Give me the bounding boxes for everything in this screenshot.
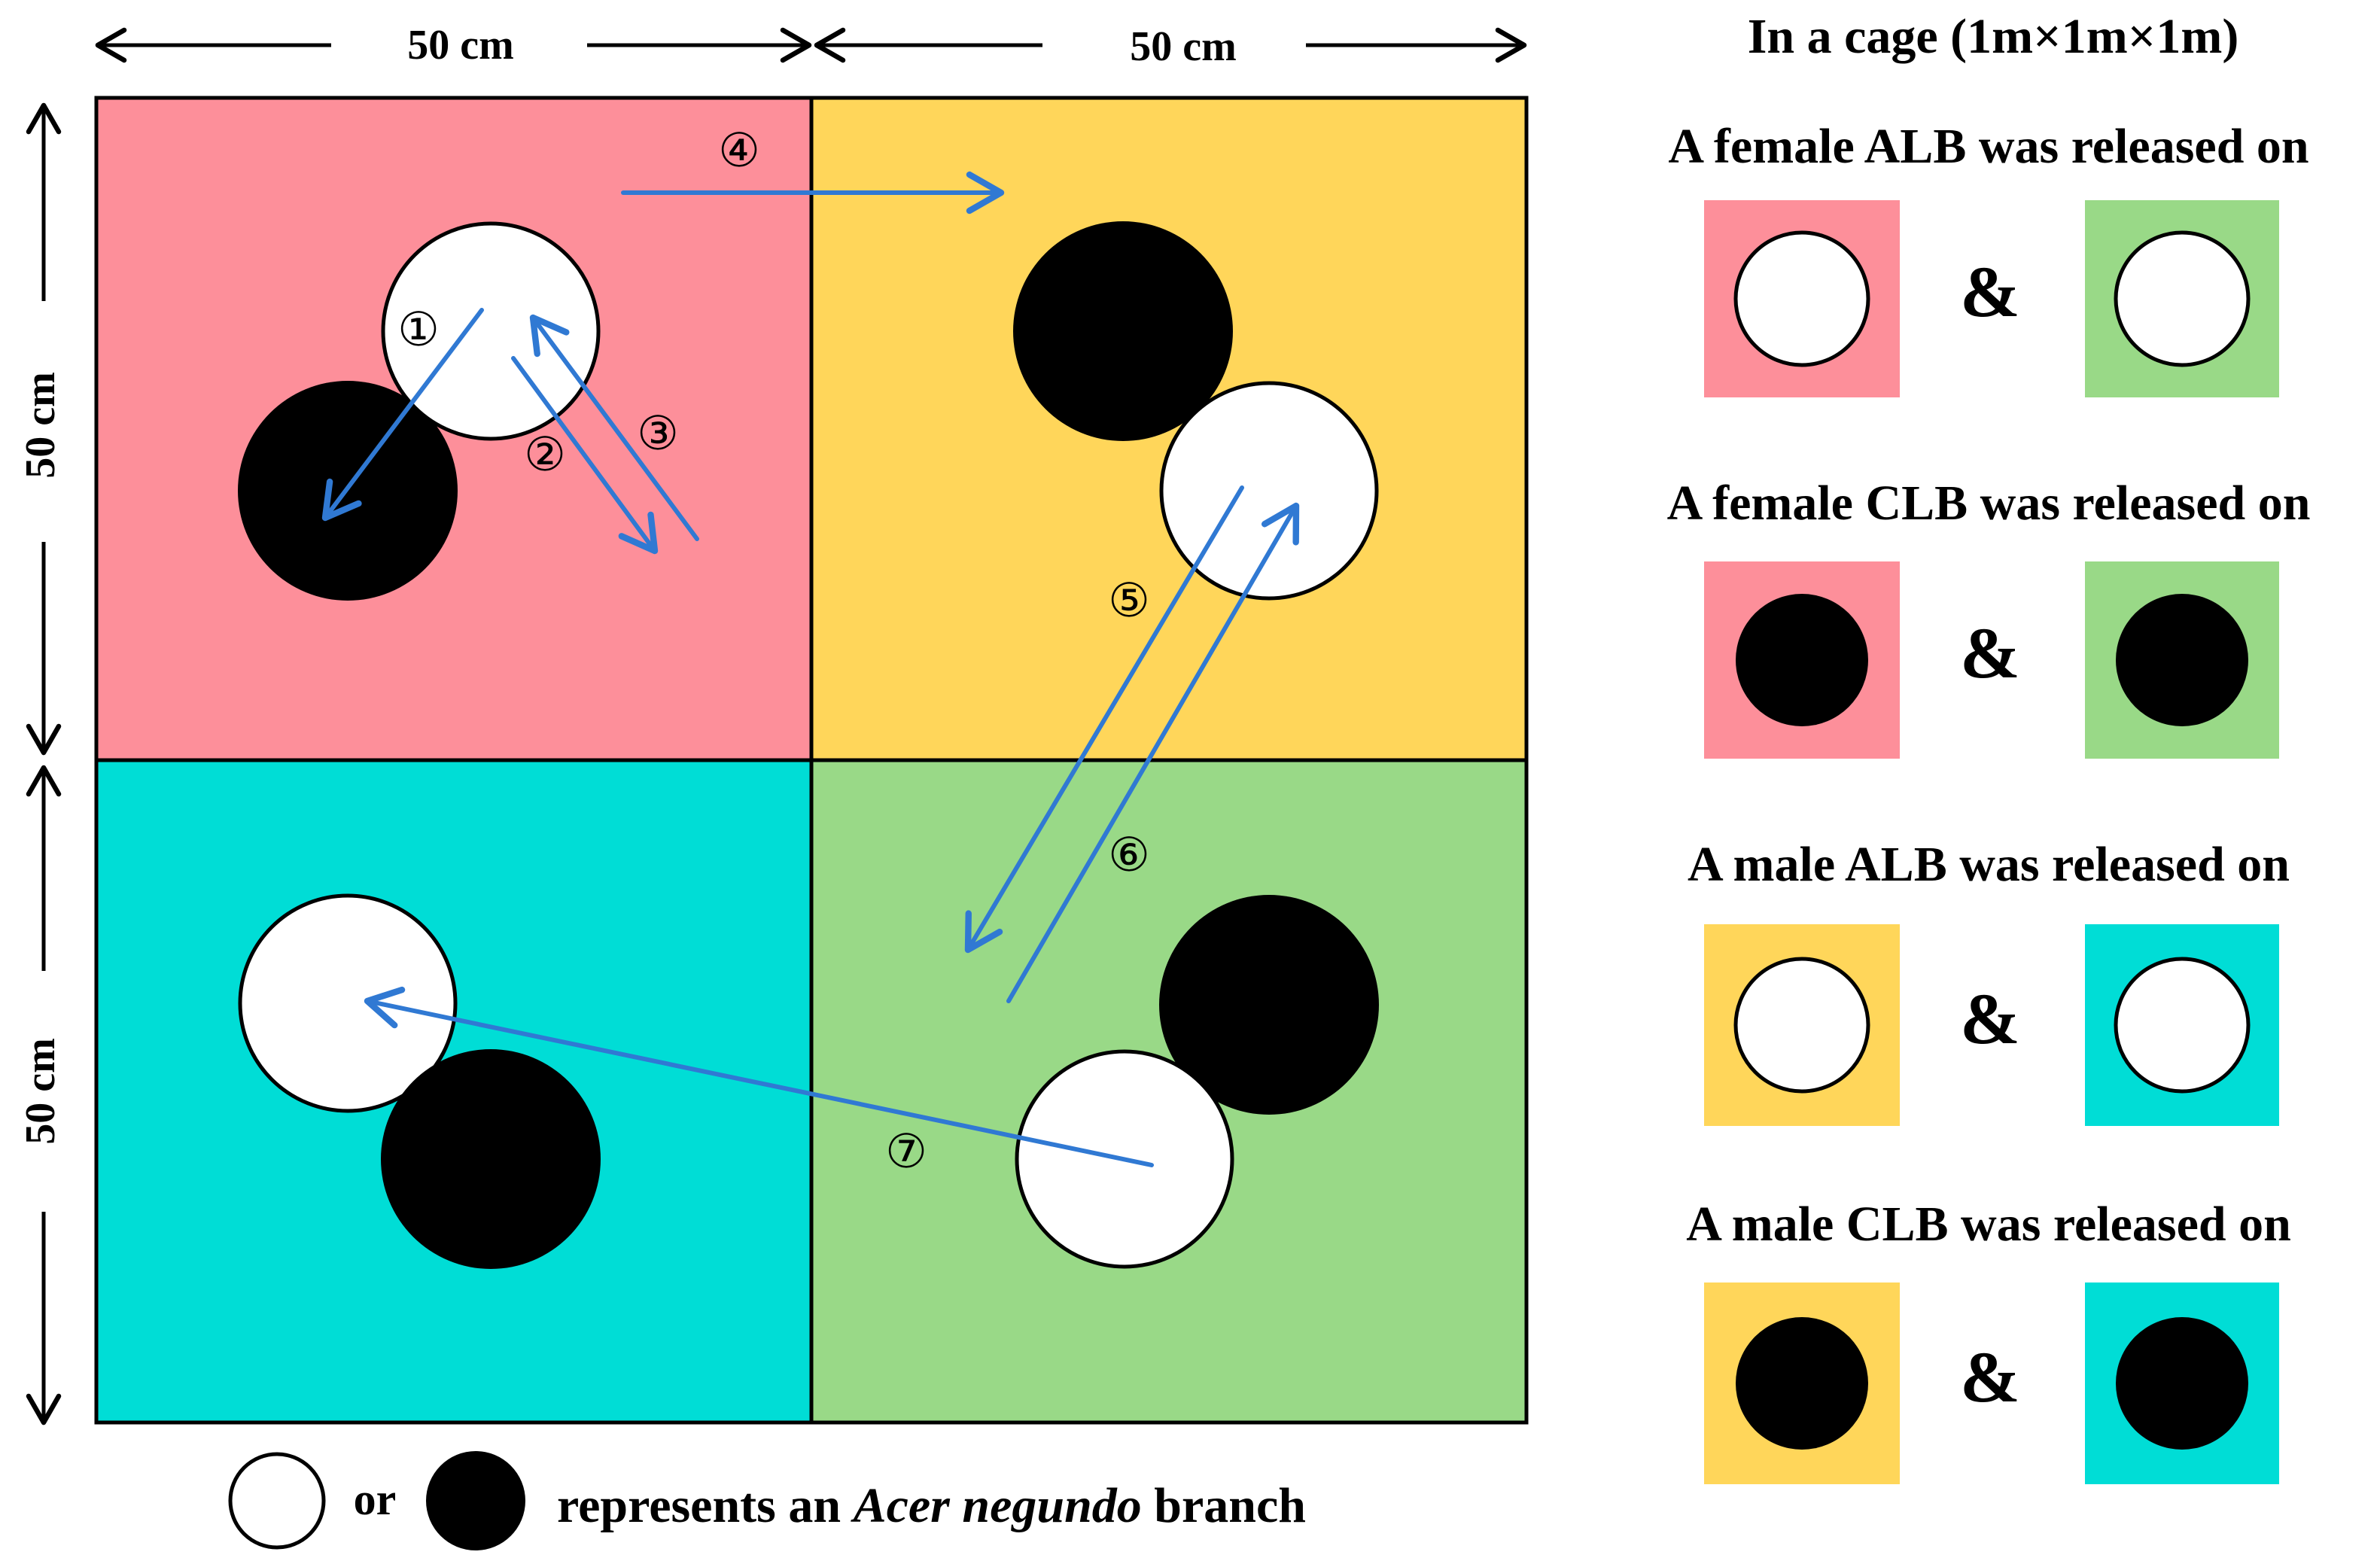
black-branch-symbol [426,1451,525,1550]
arrow-step-2 [511,356,659,555]
key-black-branch [1736,1317,1868,1450]
key-white-branch [2114,957,2251,1094]
dimension-top-right: 50 cm [814,23,1527,70]
branch-legend: or represents an Acer negundo branch [228,1451,1306,1550]
cyan-quadrant-branches [238,893,601,1269]
white-branch-symbol [228,1452,326,1550]
cage-border [94,96,1529,1425]
key-amp: & [1960,251,2020,332]
white-branch [238,893,458,1113]
key-row-label-male-alb: A male ALB was released on [1688,837,2290,892]
key-white-branch [1733,230,1870,367]
key-amp: & [1960,1337,2020,1417]
key-black-branch [1736,594,1868,726]
key-row-label-female-alb: A female ALB was released on [1668,119,2308,174]
dimension-left-top: 50 cm [17,102,64,756]
yellow-quadrant-branches [1013,221,1379,601]
legend-species: Acer negundo [851,1478,1142,1533]
step-labels: ① ② ③ ④ ⑤ ⑥ ⑦ [397,123,1150,1179]
release-key: In a cage (1m×1m×1m) A female ALB was re… [1667,9,2311,1484]
arrow-step-7 [364,986,1154,1167]
dimension-label-top-right: 50 cm [1130,23,1237,70]
key-black-branch [2116,594,2248,726]
step-label-2: ② [524,427,566,482]
arrow-step-6 [1006,502,1300,1003]
white-branch [1159,381,1379,601]
black-branch [1013,221,1233,441]
legend-text-before: represents an [557,1478,841,1533]
legend-text-after: branch [1154,1478,1306,1533]
movement-arrows [321,171,1300,1167]
black-branch [1159,895,1379,1115]
step-label-7: ⑦ [885,1124,927,1179]
step-label-6: ⑥ [1108,827,1150,882]
step-label-3: ③ [637,406,679,461]
dimension-label-left-top: 50 cm [17,372,64,479]
dimension-left-bottom: 50 cm [17,765,64,1426]
step-label-4: ④ [718,123,760,178]
key-amp: & [1960,978,2020,1059]
key-amp: & [1960,613,2020,693]
key-black-branch [2116,1317,2248,1450]
key-title: In a cage (1m×1m×1m) [1748,9,2239,64]
key-white-branch [2114,230,2251,367]
arrow-step-5 [964,485,1244,954]
dimension-label-top-left: 50 cm [407,22,514,68]
arrow-step-1 [321,308,484,522]
black-branch [381,1049,601,1269]
step-label-1: ① [397,302,440,357]
key-white-branch [1733,957,1870,1094]
dimension-label-left-bottom: 50 cm [17,1038,64,1145]
key-row-label-male-clb: A male CLB was released on [1686,1197,2291,1252]
legend-or: or [354,1474,397,1524]
step-label-5: ⑤ [1108,573,1150,628]
legend-text: represents an Acer negundo branch [557,1478,1306,1533]
white-branch [381,221,601,441]
dimension-top-left: 50 cm [95,22,812,68]
arrow-step-3 [529,314,699,541]
key-row-label-female-clb: A female CLB was released on [1667,476,2311,531]
